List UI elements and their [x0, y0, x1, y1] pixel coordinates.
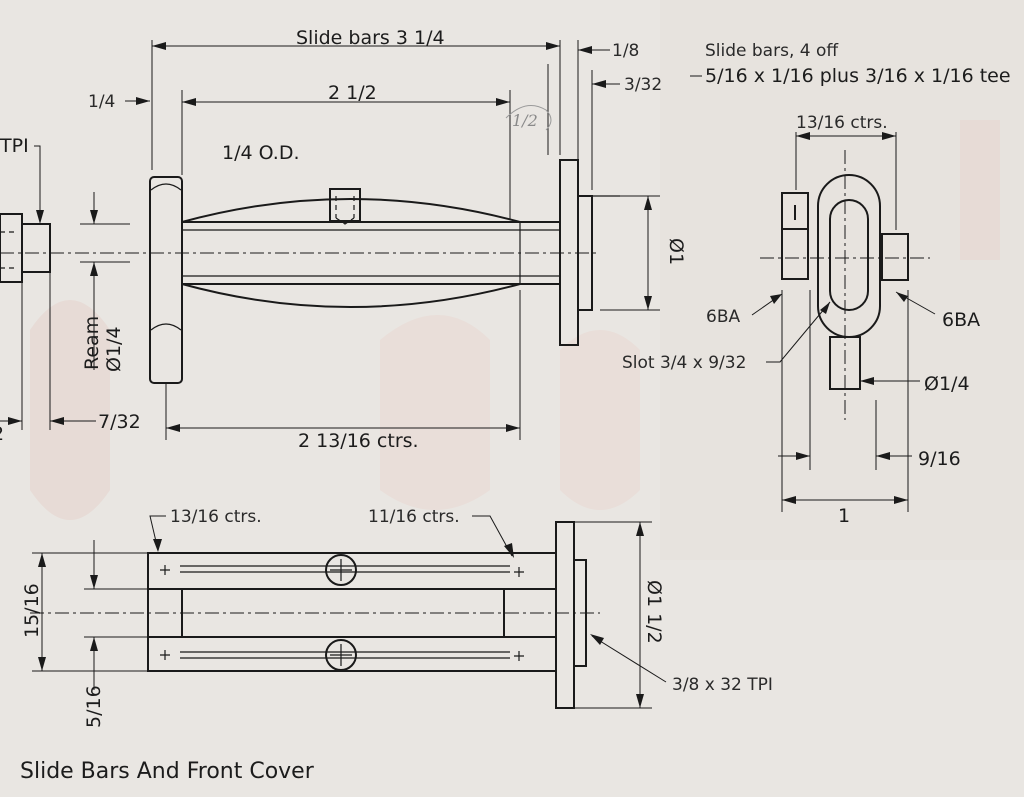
figure-caption: Slide Bars And Front Cover — [20, 759, 315, 784]
slide-bars-length-label: Slide bars 3 1/4 — [296, 27, 445, 49]
centers-2-13-16-label: 2 13/16 ctrs. — [298, 430, 419, 452]
end-view: Slide bars, 4 off 5/16 x 1/16 plus 3/16 … — [622, 41, 1011, 527]
pencil-half-note: 1/2 — [512, 111, 538, 130]
dia-one-label: Ø1 — [665, 238, 687, 265]
left-edge-2-label: 2 — [0, 423, 4, 445]
fifteen-16-label: 15/16 — [21, 583, 43, 638]
tpi-left-label: TPI — [0, 135, 29, 157]
one-label: 1 — [838, 505, 850, 527]
left-quarter-label: 1/4 — [88, 92, 115, 112]
ream-label: Ream — [81, 316, 103, 370]
centers-13-16-top-label: 13/16 ctrs. — [796, 113, 888, 133]
slide-bars-note-line2: 5/16 x 1/16 plus 3/16 x 1/16 tee — [705, 65, 1011, 87]
two-half-label: 2 1/2 — [328, 82, 377, 104]
dia-one-half-label: Ø1 1/2 — [643, 580, 665, 644]
seven-32-label: 7/32 — [98, 411, 141, 433]
slot-label: Slot 3/4 x 9/32 — [622, 353, 746, 373]
five-16-label: 5/16 — [83, 685, 105, 728]
six-ba-right-label: 6BA — [942, 309, 980, 331]
centers-11-16-label: 11/16 ctrs. — [368, 507, 460, 527]
thread-label: 3/8 x 32 TPI — [672, 675, 773, 695]
dia-quarter-right-label: Ø1/4 — [924, 373, 970, 395]
nine-16-label: 9/16 — [918, 448, 961, 470]
ream-diameter-label: Ø1/4 — [103, 326, 125, 372]
centers-13-16-bottom-label: 13/16 ctrs. — [170, 507, 262, 527]
six-ba-left-label: 6BA — [706, 307, 740, 327]
plan-view: 13/16 ctrs. 11/16 ctrs. — [21, 507, 773, 728]
flange-3-32-label: 3/32 — [624, 75, 662, 95]
side-view: Slide bars 3 1/4 1/8 3/32 1/4 2 1/2 1/2 … — [0, 27, 687, 452]
od-quarter-label: 1/4 O.D. — [222, 142, 300, 164]
flange-1-8-label: 1/8 — [612, 41, 639, 61]
slide-bars-note-line1: Slide bars, 4 off — [705, 41, 839, 61]
